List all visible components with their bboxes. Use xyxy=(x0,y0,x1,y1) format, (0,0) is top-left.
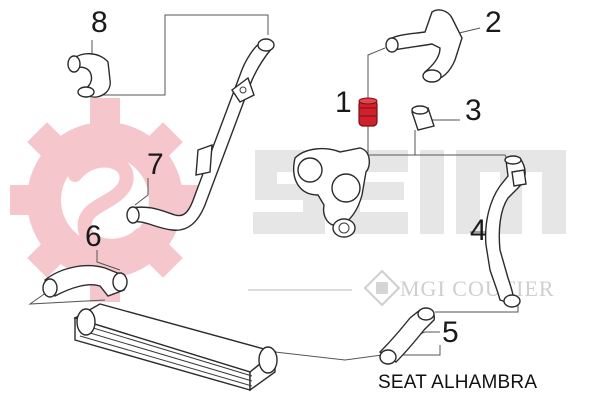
leader-6b xyxy=(28,289,106,305)
callout-6: 6 xyxy=(85,220,102,253)
leader-intercooler xyxy=(274,351,383,361)
callout-1: 1 xyxy=(335,86,352,119)
gear-swirl xyxy=(68,153,147,253)
callout-2: 2 xyxy=(485,6,502,39)
leader-center-bracket xyxy=(367,150,415,156)
callout-7: 7 xyxy=(147,148,164,181)
callout-4: 4 xyxy=(470,214,487,247)
leader-5b xyxy=(395,345,441,356)
throttle-housing xyxy=(293,147,371,238)
coutier-emblem-icon xyxy=(363,269,401,307)
leader-8-bracket xyxy=(92,14,269,96)
intercooler xyxy=(73,303,278,392)
callout-8: 8 xyxy=(91,6,108,39)
part-8-elbow-hose xyxy=(67,53,111,98)
part-1-coupling-highlighted xyxy=(358,97,378,127)
leader-3-bracket xyxy=(414,130,511,166)
vehicle-caption: SEAT ALHAMBRA xyxy=(378,372,538,393)
leader-4-bottom xyxy=(435,305,519,313)
part-6-elbow-hose xyxy=(42,265,128,298)
part-2-shaped-hose xyxy=(385,9,463,83)
part-4-long-hose xyxy=(484,155,527,308)
leader-6a xyxy=(96,250,121,271)
leader-7 xyxy=(134,178,149,206)
part-7-long-pipe xyxy=(126,38,275,231)
callout-5: 5 xyxy=(442,316,459,349)
callout-3: 3 xyxy=(465,94,482,127)
part-3-sleeve xyxy=(411,105,435,131)
part-5-elbow-hose xyxy=(378,307,435,365)
brand-subtitle: MGI COUTIER xyxy=(400,276,555,301)
